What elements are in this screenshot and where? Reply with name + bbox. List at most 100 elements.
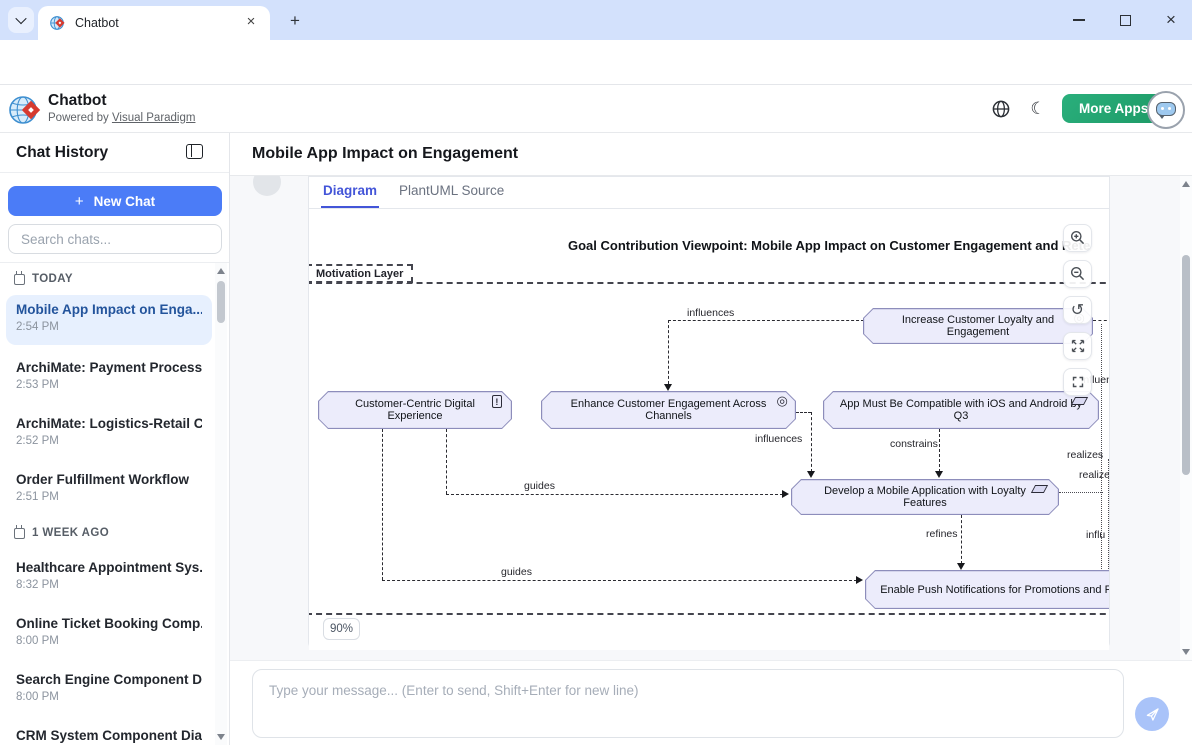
scroll-up-icon[interactable] bbox=[1182, 181, 1190, 187]
chat-history-item[interactable]: ArchiMate: Payment Process ... 2:53 PM bbox=[16, 360, 202, 391]
edge-realizes bbox=[1108, 459, 1109, 569]
sidebar-divider bbox=[0, 262, 229, 263]
scroll-up-icon[interactable] bbox=[217, 268, 225, 274]
arrowhead bbox=[782, 490, 789, 498]
edge-constrains bbox=[939, 429, 940, 472]
app-header: Chatbot Powered by Visual Paradigm ☾ Mor… bbox=[0, 85, 1192, 133]
search-chats-input[interactable] bbox=[8, 224, 222, 254]
diagram-node-goal-increase-loyalty: ◎Increase Customer Loyalty and Engagemen… bbox=[863, 308, 1093, 344]
browser-toolbar: ← → ⟳ ☆ bbox=[0, 40, 1192, 120]
edge-influences-top bbox=[668, 320, 864, 321]
edge-guides-1 bbox=[446, 429, 447, 494]
arrowhead bbox=[807, 471, 815, 478]
main-panel: Mobile App Impact on Engagement Diagram … bbox=[230, 133, 1192, 745]
zoom-level-badge: 90% bbox=[323, 618, 360, 640]
section-header-today: TODAY bbox=[14, 271, 73, 287]
chatbot-avatar-icon[interactable] bbox=[1147, 91, 1185, 129]
edge-stub-right bbox=[1093, 320, 1109, 321]
tab-plantuml-source[interactable]: PlantUML Source bbox=[399, 183, 505, 198]
chat-history-list: TODAY Mobile App Impact on Enga... 2:54 … bbox=[0, 263, 229, 745]
window-maximize-button[interactable] bbox=[1102, 0, 1148, 40]
diagram-node-principle-customer-centric: !Customer-Centric Digital Experience bbox=[318, 391, 512, 429]
edge-label-guides: guides bbox=[501, 566, 532, 578]
app-title: Chatbot bbox=[48, 92, 107, 109]
arrowhead bbox=[856, 576, 863, 584]
reset-zoom-icon: ↺ bbox=[1070, 302, 1085, 319]
edge-realizes bbox=[1059, 492, 1103, 493]
tab-title: Chatbot bbox=[75, 16, 119, 30]
section-header-week-ago: 1 WEEK AGO bbox=[14, 525, 109, 541]
window-minimize-button[interactable] bbox=[1056, 0, 1102, 40]
chat-history-item[interactable]: ArchiMate: Logistics-Retail C... 2:52 PM bbox=[16, 416, 202, 447]
edge-label-constrains: constrains bbox=[890, 438, 938, 450]
zoom-reset-button[interactable]: ↺ bbox=[1063, 296, 1092, 324]
plus-icon: + bbox=[74, 192, 84, 210]
diagram-node-requirement-compatibility: App Must Be Compatible with iOS and Andr… bbox=[823, 391, 1099, 429]
edge-label-guides: guides bbox=[524, 480, 555, 492]
motivation-layer-label: Motivation Layer bbox=[309, 264, 414, 283]
edge-label-influences: influences bbox=[687, 307, 735, 319]
edge-guides-2 bbox=[382, 429, 383, 580]
minimize-icon bbox=[1073, 19, 1085, 21]
zoom-in-icon bbox=[1070, 231, 1084, 245]
chat-scrollbar[interactable] bbox=[1180, 176, 1192, 660]
message-composer bbox=[230, 660, 1192, 745]
principle-icon: ! bbox=[492, 395, 502, 408]
scrollbar-thumb[interactable] bbox=[217, 281, 225, 323]
expand-button[interactable] bbox=[1063, 332, 1092, 360]
arrowhead bbox=[935, 471, 943, 478]
send-button[interactable] bbox=[1135, 697, 1169, 731]
fullscreen-button[interactable] bbox=[1063, 368, 1092, 396]
new-tab-button[interactable]: + bbox=[290, 11, 300, 30]
edge-label-influences-partial: influ bbox=[1086, 529, 1106, 541]
sidebar-title: Chat History bbox=[16, 144, 109, 161]
edge-guides-1 bbox=[446, 494, 783, 495]
message-input[interactable] bbox=[252, 669, 1124, 738]
language-globe-icon[interactable] bbox=[990, 98, 1012, 120]
tab-close-icon[interactable]: × bbox=[246, 13, 256, 30]
diagram-message-card: Diagram PlantUML Source Goal Contributio… bbox=[308, 176, 1110, 650]
chat-history-item[interactable]: Order Fulfillment Workflow 2:51 PM bbox=[16, 472, 190, 503]
visual-paradigm-favicon bbox=[50, 16, 65, 30]
expand-arrows-icon bbox=[1071, 339, 1084, 353]
new-chat-button[interactable]: +New Chat bbox=[8, 186, 222, 216]
zoom-out-button[interactable] bbox=[1063, 260, 1092, 288]
conversation-titlebar: Mobile App Impact on Engagement bbox=[230, 133, 1192, 176]
scroll-down-icon[interactable] bbox=[217, 734, 225, 740]
collapse-sidebar-icon[interactable] bbox=[186, 144, 203, 159]
tab-diagram[interactable]: Diagram bbox=[321, 177, 380, 208]
chat-history-item[interactable]: Healthcare Appointment Sys... 8:32 PM bbox=[16, 560, 202, 591]
chat-history-item[interactable]: Online Ticket Booking Comp... 8:00 PM bbox=[16, 616, 202, 647]
scrollbar-thumb[interactable] bbox=[1182, 255, 1190, 475]
send-plane-icon bbox=[1146, 707, 1159, 721]
diagram-canvas[interactable]: Goal Contribution Viewpoint: Mobile App … bbox=[309, 208, 1109, 650]
edge-guides-2 bbox=[382, 580, 857, 581]
chat-history-item[interactable]: CRM System Component Dia... bbox=[16, 728, 202, 743]
arrowhead bbox=[664, 384, 672, 391]
sidebar-scrollbar[interactable] bbox=[215, 263, 227, 745]
chat-message-area: Diagram PlantUML Source Goal Contributio… bbox=[230, 176, 1192, 660]
maximize-icon bbox=[1119, 14, 1131, 26]
visual-paradigm-logo bbox=[9, 96, 41, 124]
chat-history-item[interactable]: Search Engine Component D... 8:00 PM bbox=[16, 672, 202, 703]
sidebar-header: Chat History bbox=[0, 133, 229, 173]
dark-mode-moon-icon[interactable]: ☾ bbox=[1030, 99, 1046, 118]
edge-refines bbox=[961, 515, 962, 564]
window-close-button[interactable]: × bbox=[1148, 0, 1192, 40]
powered-by: Powered by Visual Paradigm bbox=[48, 112, 196, 124]
goal-icon: ◎ bbox=[776, 393, 788, 409]
edge-label-realizes: realizes bbox=[1079, 469, 1109, 481]
zoom-in-button[interactable] bbox=[1063, 224, 1092, 252]
visual-paradigm-link[interactable]: Visual Paradigm bbox=[111, 112, 196, 124]
chat-history-item[interactable]: Mobile App Impact on Enga... 2:54 PM bbox=[6, 295, 212, 345]
browser-tab[interactable]: Chatbot × bbox=[38, 6, 270, 40]
edge-influences-mid bbox=[796, 412, 811, 413]
tab-search-button[interactable] bbox=[8, 7, 34, 33]
close-icon: × bbox=[1166, 10, 1176, 29]
edge-label-realizes: realizes bbox=[1067, 449, 1104, 461]
calendar-icon bbox=[14, 525, 25, 539]
bot-message-avatar bbox=[253, 176, 281, 196]
edge-label-influences: influences bbox=[755, 433, 803, 445]
chat-bubble-icon bbox=[1156, 102, 1176, 119]
scroll-down-icon[interactable] bbox=[1182, 649, 1190, 655]
